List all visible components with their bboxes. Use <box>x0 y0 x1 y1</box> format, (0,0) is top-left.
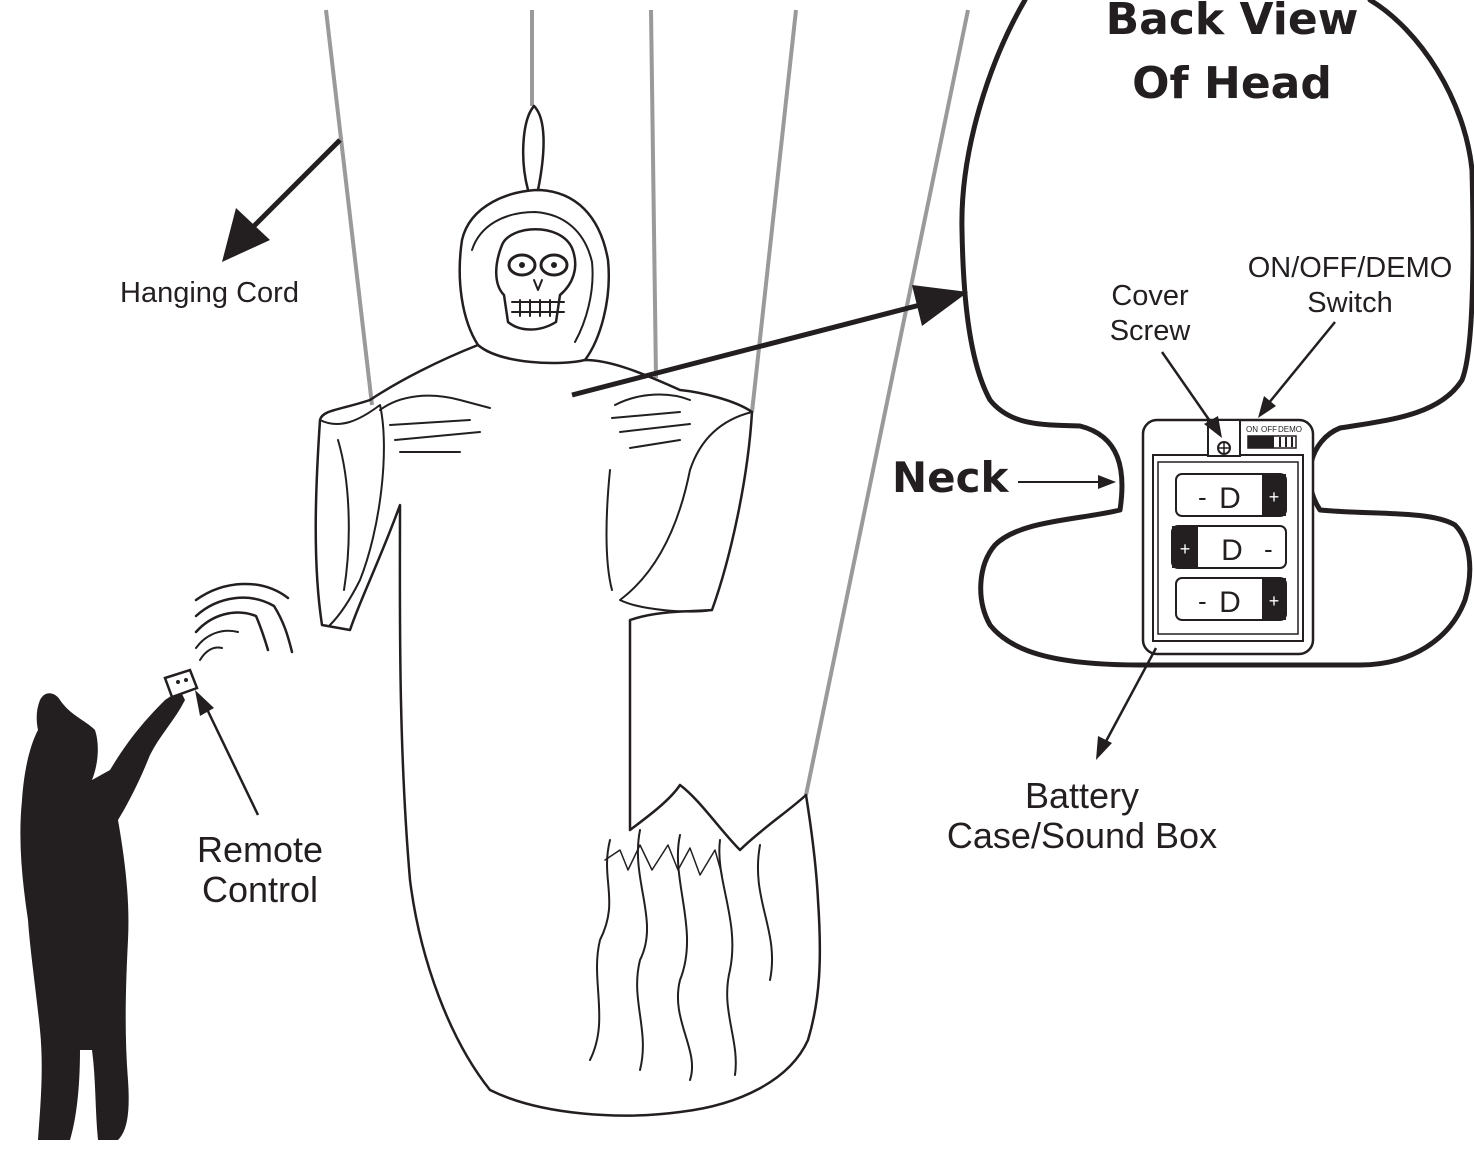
neck-callout <box>1018 475 1116 489</box>
switch-label: ON/OFF/DEMO <box>1248 252 1453 284</box>
svg-text:DEMO: DEMO <box>1278 425 1302 434</box>
signal-waves-icon <box>196 584 292 660</box>
svg-text:-: - <box>1198 586 1207 616</box>
battery-3: - D + <box>1176 578 1286 620</box>
battery-case: ON OFF DEMO - D + + D - <box>1143 420 1313 654</box>
svg-text:OFF: OFF <box>1261 425 1277 434</box>
remote-control-device <box>165 670 197 697</box>
svg-text:ON: ON <box>1246 425 1258 434</box>
child-silhouette <box>20 690 185 1140</box>
remote-control-callout <box>195 690 258 815</box>
svg-text:D: D <box>1219 482 1241 515</box>
svg-text:D: D <box>1221 534 1243 567</box>
svg-text:D: D <box>1219 586 1241 619</box>
battery-1: - D + <box>1176 474 1286 516</box>
svg-text:-: - <box>1198 482 1207 512</box>
battery-case-label: Battery <box>1025 775 1139 816</box>
back-view-title: Back View <box>1106 0 1359 45</box>
battery-2: + D - <box>1172 526 1286 568</box>
cover-screw-label: Cover <box>1111 280 1189 312</box>
svg-text:-: - <box>1264 534 1273 564</box>
power-switch: ON OFF DEMO <box>1246 425 1302 448</box>
svg-text:+: + <box>1269 591 1280 611</box>
svg-text:+: + <box>1269 487 1280 507</box>
hanging-cord-label: Hanging Cord <box>120 277 299 309</box>
hanging-cord-callout <box>222 140 340 262</box>
remote-control-label: Remote <box>197 829 323 870</box>
cover-screw-label-2: Screw <box>1110 315 1192 347</box>
hanging-cords <box>326 10 968 795</box>
back-view-title-2: Of Head <box>1132 58 1332 109</box>
neck-label: Neck <box>892 453 1010 502</box>
switch-label-2: Switch <box>1307 287 1392 319</box>
switch-callout <box>1258 322 1335 418</box>
battery-case-label-2: Case/Sound Box <box>947 815 1217 856</box>
reaper-figure <box>316 106 820 1116</box>
svg-text:+: + <box>1180 539 1191 559</box>
remote-control-label-2: Control <box>202 869 318 910</box>
